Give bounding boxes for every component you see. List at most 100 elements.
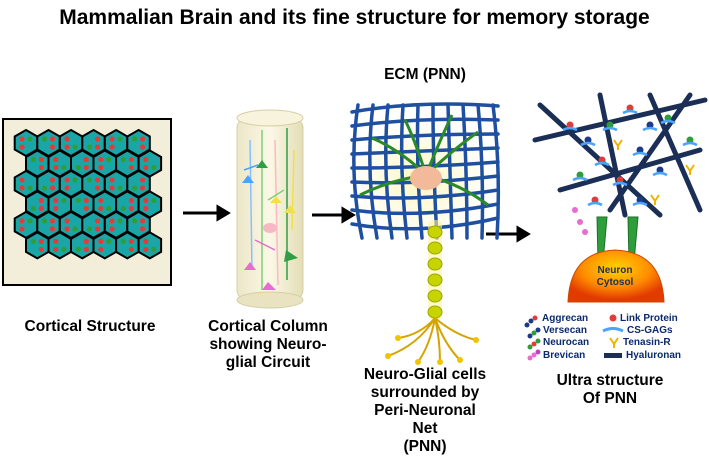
cell-dot <box>143 246 149 252</box>
cell-dot <box>106 197 112 204</box>
cell-dot <box>64 136 70 142</box>
cell-dot <box>109 226 115 232</box>
cell-dot <box>75 205 81 212</box>
mesh-strand <box>350 188 500 200</box>
cell-dot <box>98 156 104 163</box>
cell-dot <box>41 136 48 142</box>
mesh-strand <box>461 103 469 240</box>
caption-line: Cortical Column <box>208 318 328 335</box>
cell-dot <box>109 185 115 191</box>
legend-brevican: Brevican <box>543 350 586 361</box>
cell-dot <box>94 144 101 150</box>
cell-dot <box>120 156 126 163</box>
cell-dot <box>30 156 36 163</box>
cs-gag-mark <box>652 171 668 177</box>
axon-terminals <box>387 317 477 363</box>
brevican-dot <box>577 219 583 225</box>
cell-dot <box>120 164 126 171</box>
proteoglycan-dot <box>584 136 592 144</box>
proteoglycan-dot <box>566 121 574 129</box>
proteoglycan-dot <box>646 121 654 129</box>
cell-dot <box>128 238 134 244</box>
cs-gag-mark <box>612 181 628 187</box>
mesh-strand <box>368 103 379 240</box>
cell-dot <box>83 197 89 204</box>
cs-gag-mark <box>580 141 596 147</box>
receptors <box>596 216 639 263</box>
cell-dot <box>61 246 67 252</box>
cell-dot <box>53 246 59 252</box>
cell-dot <box>19 177 25 183</box>
cell-dot <box>117 177 123 183</box>
hexagon-cell <box>115 231 140 260</box>
mesh-strand <box>399 103 409 240</box>
cortical-column <box>236 109 304 309</box>
hexagon-cell <box>47 231 72 260</box>
cell-dot <box>106 164 112 171</box>
cell-dot <box>86 144 93 150</box>
caption-cortical-column: Cortical Column showing Neuro- glial Cir… <box>188 318 348 372</box>
cell-dot <box>131 136 138 142</box>
cell-dot <box>49 226 56 232</box>
tenasin-mark <box>650 194 660 205</box>
legend-hyaluronan: Hyaluronan <box>626 350 682 361</box>
cell-dot <box>86 177 93 183</box>
proteoglycan-dot <box>576 171 584 179</box>
brevican-icon <box>527 349 541 361</box>
cell-dot <box>49 177 56 183</box>
cell-dot <box>72 185 78 191</box>
cell-dot <box>139 136 146 142</box>
pnn-neuron <box>348 102 501 365</box>
cell-dot <box>143 238 149 244</box>
cell-dot <box>151 246 157 252</box>
arrows <box>183 204 531 243</box>
cell-dot <box>94 218 101 224</box>
mesh-strand <box>476 103 485 240</box>
cell-dot <box>128 197 134 204</box>
cell-dot <box>94 185 101 191</box>
cell-dot <box>139 144 146 150</box>
hexagon-cell <box>25 231 50 260</box>
proteoglycan-dot <box>606 121 614 129</box>
cs-gag-mark <box>622 109 638 115</box>
cell-dot <box>53 156 59 163</box>
cell-dot <box>30 197 36 204</box>
cell-dot <box>49 144 56 150</box>
cell-dot <box>64 144 70 150</box>
cell-dot <box>98 205 104 212</box>
page-title: Mammalian Brain and its fine structure f… <box>59 6 650 29</box>
cell-dot <box>75 164 81 171</box>
caption-cortical-structure: Cortical Structure <box>24 318 156 335</box>
caption-line: Cytosol <box>596 277 634 288</box>
cell-dot <box>128 205 134 212</box>
legend-cs-gags: CS-GAGs <box>627 325 673 336</box>
hyaluronan-icon <box>604 353 622 358</box>
cell-dot <box>109 218 115 224</box>
cell-dot <box>143 197 149 204</box>
cell-dot <box>72 144 78 150</box>
cell-dot <box>117 144 123 150</box>
cell-dot <box>86 226 93 232</box>
cell-dot <box>131 226 138 232</box>
mesh-strand <box>491 103 501 240</box>
cell-dot <box>83 238 89 244</box>
pnn-ultrastructure <box>532 92 708 303</box>
proteoglycan-dot <box>591 196 599 204</box>
cell-dot <box>41 144 48 150</box>
cell-dot <box>30 164 36 171</box>
cell-dot <box>94 226 101 232</box>
cell-dot <box>139 218 146 224</box>
cell-dot <box>109 144 115 150</box>
cell-dot <box>64 218 70 224</box>
cell-dot <box>30 246 36 252</box>
cell-dot <box>106 238 112 244</box>
cell-dot <box>94 177 101 183</box>
cell-dot <box>75 246 81 252</box>
cell-dot <box>27 144 33 150</box>
cell-dot <box>139 185 146 191</box>
cell-dot <box>64 185 70 191</box>
cell-dot <box>61 205 67 212</box>
cell-dot <box>120 197 126 204</box>
legend-tenasin-r: Tenasin-R <box>623 337 671 348</box>
